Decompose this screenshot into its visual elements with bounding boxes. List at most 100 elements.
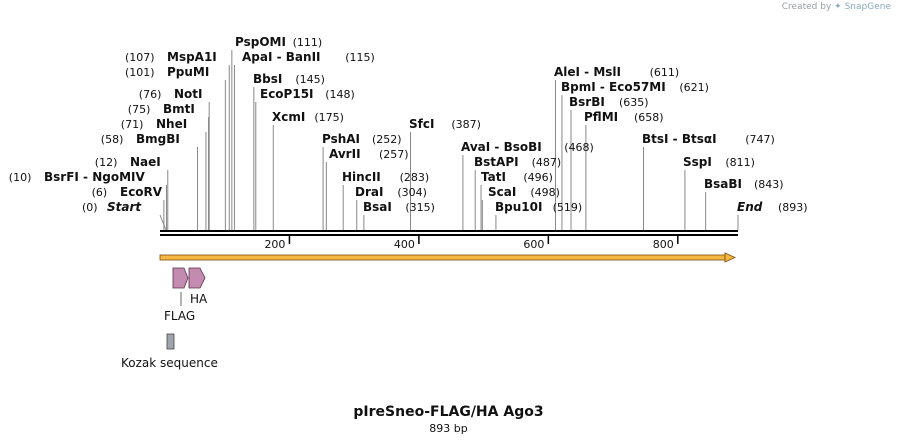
site-naei[interactable]: NaeI(12) [95,155,161,169]
tick-label-400: 400 [394,238,415,251]
site-position: (811) [725,156,755,169]
site-name: Bpu10I [495,200,542,214]
site-name: BstAPI [474,155,519,169]
site-position: (519) [553,201,583,214]
site-position: (468) [564,141,594,154]
site-position: (76) [139,88,162,101]
site-name: BsrBI [569,95,605,109]
site-name: BsrFI - NgoMIV [44,170,145,184]
site-noti[interactable]: NotI (76) [139,87,203,101]
site-name: BsaBI [704,177,742,191]
site-name: SspI [683,155,712,169]
site-pspomi[interactable]: PspOMI (111) [235,35,322,49]
site-nhei[interactable]: NheI(71) [121,117,187,131]
map-title: pIreSneo-FLAG/HA Ago3 [353,404,544,420]
site-name: ScaI [488,185,516,199]
site-name: EcoP15I [260,87,314,101]
site-xcmi[interactable]: XcmI (175) [272,110,344,124]
site-mspa1i[interactable]: MspA1I (107) [125,50,217,64]
site-position: (145) [295,73,325,86]
site-position: (611) [650,66,680,79]
site-name: BtsI - BtsαI [642,132,717,146]
start-label: Start [107,200,142,214]
end-marker: End (893) [737,200,808,214]
site-position: (315) [405,201,435,214]
site-position: (283) [400,171,430,184]
site-bstapi[interactable]: BstAPI(487) [474,155,561,169]
site-name: MspA1I [167,50,217,64]
site-position: (257) [379,148,409,161]
flag-feature[interactable] [172,267,189,289]
site-avrii[interactable]: AvrII (257) [329,147,409,161]
site-position: (71) [121,118,144,131]
site-position: (115) [345,51,375,64]
ha-feature[interactable] [188,267,206,289]
end-label: End [737,200,763,214]
site-hincii[interactable]: HincII(283) [342,170,429,184]
site-ppumi[interactable]: PpuMI(101) [125,65,209,79]
site-position: (111) [293,36,323,49]
site-position: (6) [92,186,108,199]
site-name: AvrII [329,147,361,161]
site-bsrbi[interactable]: BsrBI (635) [569,95,649,109]
site-name: PflMI [584,110,618,124]
site-bmgbi[interactable]: BmgBI(58) [101,132,180,146]
site-apai-banii[interactable]: ApaI - BanII(115) [242,50,375,64]
site-position: (304) [397,186,427,199]
site-name: NaeI [130,155,161,169]
site-position: (621) [679,81,709,94]
site-btsi-bts-i[interactable]: BtsI - BtsαI(747) [642,132,775,146]
start-marker-line [159,214,167,231]
site-bpmi-eco57mi[interactable]: BpmI - Eco57MI(621) [561,80,709,94]
site-bpu10i[interactable]: Bpu10I (519) [495,200,582,214]
start-position: (0) [82,201,98,214]
site-position: (58) [101,133,124,146]
site-ecorv[interactable]: EcoRV(6) [92,185,163,199]
site-bbsi[interactable]: BbsI (145) [253,72,325,86]
site-alei-msli[interactable]: AleI - MslI(611) [554,65,679,79]
site-bsrfi-ngomiv[interactable]: BsrFI - NgoMIV (10) [9,170,146,184]
kozak-feature[interactable] [166,333,175,350]
site-name: NotI [174,87,203,101]
site-bsai[interactable]: BsaI (315) [363,200,435,214]
orf-arrow[interactable] [159,252,736,263]
site-sfci[interactable]: SfcI(387) [409,117,481,131]
site-ecop15i[interactable]: EcoP15I(148) [260,87,355,101]
site-name: PspOMI [235,35,286,49]
site-pflmi[interactable]: PflMI(658) [584,110,664,124]
site-position: (10) [9,171,32,184]
site-position: (843) [754,178,784,191]
site-pshai[interactable]: PshAI(252) [322,132,402,146]
site-position: (107) [125,51,155,64]
site-name: SfcI [409,117,434,131]
site-name: BmtI [163,102,195,116]
site-name: AvaI - BsoBI [461,140,542,154]
site-bmti[interactable]: BmtI (75) [128,102,195,116]
site-bsabi[interactable]: BsaBI (843) [704,177,784,191]
site-avai-bsobi[interactable]: AvaI - BsoBI (468) [461,140,594,154]
map-length: 893 bp [429,422,468,435]
site-position: (75) [128,103,151,116]
site-name: BbsI [253,72,282,86]
site-position: (635) [619,96,649,109]
end-position: (893) [778,201,808,214]
snapgene-logo-icon: ✦ [834,2,842,12]
site-name: BsaI [363,200,392,214]
site-sspi[interactable]: SspI (811) [683,155,755,169]
site-name: PpuMI [167,65,209,79]
site-scai[interactable]: ScaI (498) [488,185,560,199]
site-position: (498) [530,186,560,199]
site-position: (175) [314,111,344,124]
start-marker: Start (0) [82,200,142,214]
ha-label: HA [190,292,208,306]
tick-label-200: 200 [264,238,285,251]
site-tati[interactable]: TatI(496) [481,170,553,184]
tick-label-600: 600 [523,238,544,251]
site-drai[interactable]: DraI(304) [355,185,427,199]
snapgene-credit: Created by ✦ SnapGene [782,2,891,12]
site-name: XcmI [272,110,305,124]
site-name: TatI [481,170,506,184]
site-lines [159,50,739,231]
